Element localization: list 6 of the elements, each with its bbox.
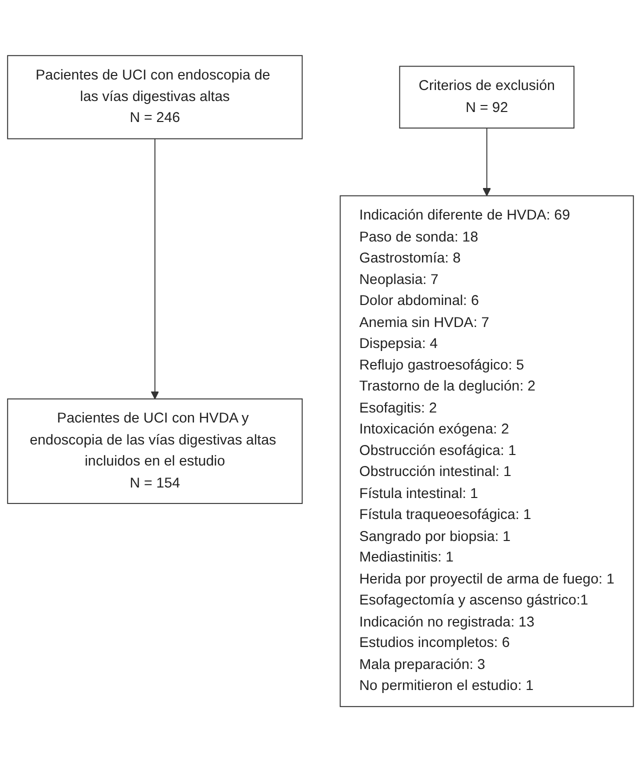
node-box: Indicación diferente de HVDA: 69 Paso de sonda: 18 Gastrostomía: 8 Neoplasia: 7 Dolor abdominal: 6 Anemia sin HVDA: 7 Dispepsia: 4 Reflujo gastroesofágico: 5 Trastorno de la deglución: 2 Esofagitis: 2 Intoxicación exógena: 2 Obstrucción esofágica: 1 Obstrucción intestinal: 1 Fístula intestinal: 1 Fístula traqueoesofágica: 1 Sangrado por biopsia: 1 Mediastinitis: 1 Herida por proyectil de arma de fuego: 1 Esofagectomía y ascenso gástrico:1 Indicación no registrada: 13 Estudios incompletos: 6 Mala preparación: 3 No permitieron el estudio: 1 xyxy=(340,196,634,708)
node-box: Pacientes de UCI con HVDA y endoscopia de las vías digestivas altas incluidos en el estudio N = 154 xyxy=(7,398,303,504)
node-box: Criterios de exclusión N = 92 xyxy=(399,66,574,129)
node-box: Pacientes de UCI con endoscopia de las vías digestivas altas N = 246 xyxy=(7,56,303,140)
arrow xyxy=(150,138,160,400)
arrow xyxy=(482,128,491,197)
